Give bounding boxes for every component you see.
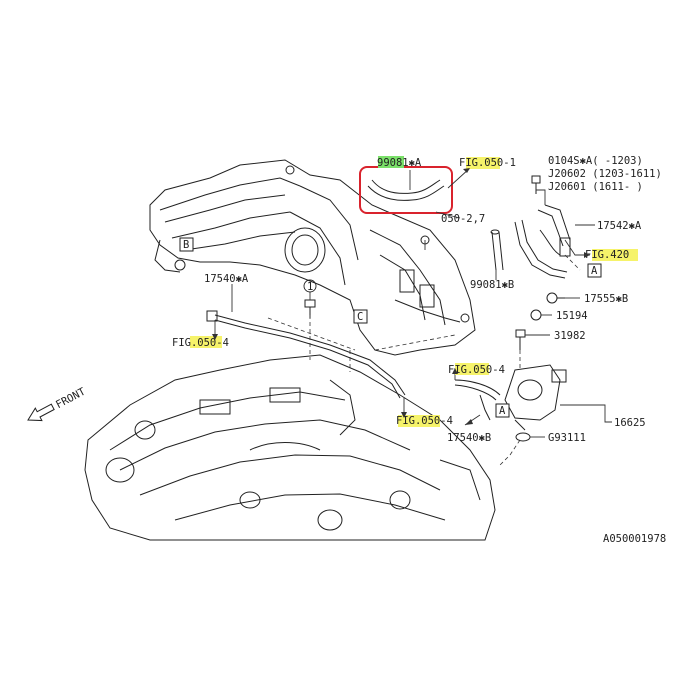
highlight-fig050-1 <box>466 157 500 169</box>
part-15194[interactable] <box>530 309 542 321</box>
label-bolt-a: 0104S✱A( -1203) <box>548 155 643 167</box>
ref-box-a2-label: A <box>499 405 506 417</box>
label-fig050-4b: FIG.050-4 <box>448 364 505 376</box>
ref-box-a1-label: A <box>591 265 598 277</box>
label-16625: 16625 <box>614 417 646 429</box>
label-99081a: 99081✱A <box>377 157 422 169</box>
pump-16625[interactable] <box>504 364 567 431</box>
highlight-fig050-4a <box>190 336 222 348</box>
engine-block <box>84 354 496 541</box>
clip-17555[interactable] <box>546 292 565 304</box>
ref-box-b: B <box>179 237 194 252</box>
label-17555: 17555✱B <box>584 293 628 305</box>
dashed-lines <box>267 254 581 466</box>
label-bolt-c: J20601 (1611- ) <box>548 181 643 193</box>
intake-manifold <box>149 159 476 356</box>
ref-box-c: C <box>353 309 368 324</box>
label-17540a: 17540✱A <box>204 273 249 285</box>
arrowheads <box>212 168 590 425</box>
highlight-fig050-4b <box>455 363 489 375</box>
label-99081b: 99081✱B <box>470 279 514 291</box>
front-label: FRONT <box>54 385 88 411</box>
circle-ref-1: 1 <box>303 279 317 293</box>
label-fig420: FIG.420 <box>585 249 629 261</box>
label-15194: 15194 <box>556 310 588 322</box>
label-fig050-1: FIG.050-1 <box>459 157 516 169</box>
circle-ref-1-label: 1 <box>307 281 313 293</box>
highlight-green <box>378 156 404 168</box>
ref-box-a2: A <box>495 403 510 418</box>
label-diagram-id: A050001978 <box>603 533 666 545</box>
ref-box-a1: A <box>587 263 602 278</box>
label-17542: 17542✱A <box>597 220 642 232</box>
pipe-17540a[interactable] <box>206 310 406 399</box>
label-g93111: G93111 <box>548 432 586 444</box>
label-31982: 31982 <box>554 330 586 342</box>
label-fig050-4c: FIG.050-4 <box>396 415 453 427</box>
highlight-fig420 <box>592 249 638 261</box>
label-fig050-4a: FIG.050-4 <box>172 337 229 349</box>
highlight-fig050-4c <box>398 415 440 427</box>
selection-box <box>359 166 453 214</box>
hose-99081b[interactable] <box>490 229 504 271</box>
hose-17540b[interactable] <box>454 379 501 421</box>
hose-assembly-17542[interactable] <box>514 204 571 279</box>
hose-99081a[interactable] <box>359 166 453 214</box>
ref-box-c-label: C <box>357 311 363 323</box>
label-fig050-27: 050-2,7 <box>441 213 485 225</box>
label-17540b: 17540✱B <box>447 432 491 444</box>
front-arrow: FRONT <box>27 385 88 422</box>
ref-box-b-label: B <box>183 239 189 251</box>
bolt-31982[interactable] <box>515 329 526 350</box>
bolt-0104s[interactable] <box>531 175 541 194</box>
label-bolt-b: J20602 (1203-1611) <box>548 168 662 180</box>
oring-g93111[interactable] <box>515 432 531 442</box>
